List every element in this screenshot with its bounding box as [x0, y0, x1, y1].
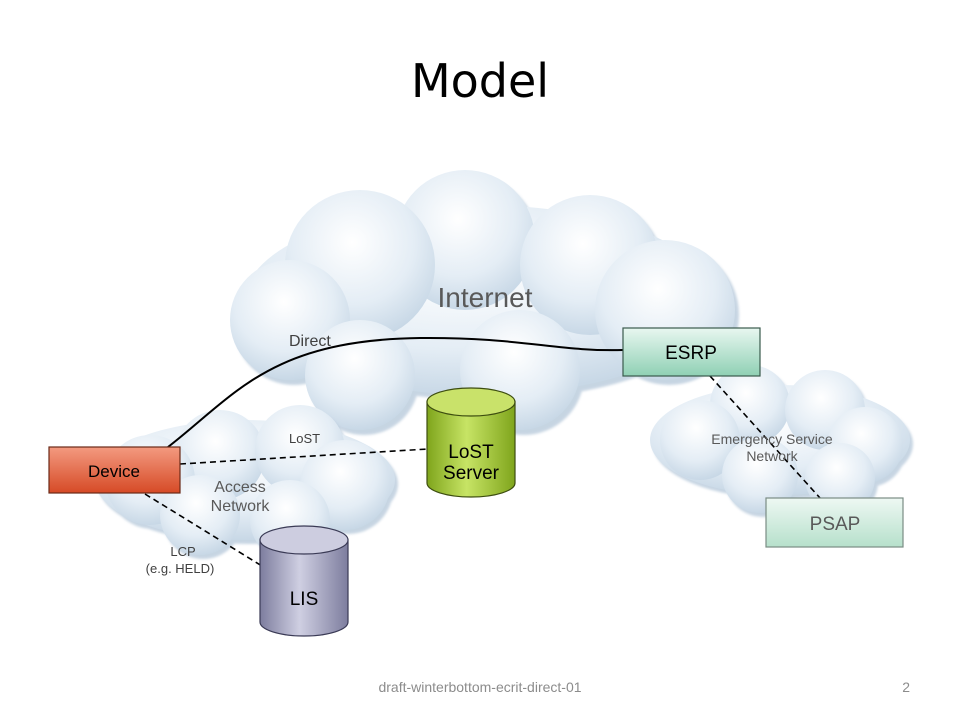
direct-link-label: Direct: [289, 333, 331, 350]
lcp-link-line: [144, 493, 263, 567]
direct-link-line: [167, 336, 624, 448]
lost-link-label: LoST: [289, 431, 320, 446]
lost-server-label-line1: LoST: [448, 442, 494, 463]
psap-label: PSAP: [810, 514, 861, 535]
device-node: Device: [48, 446, 181, 494]
slide-footer: draft-winterbottom-ecrit-direct-01: [378, 679, 582, 695]
lcp-link-label-line2: (e.g. HELD): [146, 561, 215, 576]
page-number: 2: [902, 679, 910, 695]
device-label: Device: [88, 462, 140, 481]
lcp-link-label-line1: LCP: [170, 544, 195, 559]
esrp-psap-link-line: [709, 375, 821, 499]
lost-link-line: [179, 448, 429, 465]
esrp-label: ESRP: [665, 343, 717, 364]
emergency-service-network-cloud: [650, 365, 913, 517]
access-network-label-line1: Access: [214, 479, 266, 496]
lis-node: LIS: [259, 525, 349, 637]
psap-node: PSAP: [765, 497, 904, 548]
lis-label: LIS: [290, 589, 319, 610]
lost-server-node: LoST Server: [426, 387, 516, 498]
access-network-label-line2: Network: [211, 498, 271, 515]
lost-server-label-line2: Server: [443, 463, 500, 484]
internet-label: Internet: [438, 282, 533, 313]
emergency-network-label-line2: Network: [746, 448, 798, 464]
slide-title: Model: [410, 54, 550, 108]
emergency-network-label-line1: Emergency Service: [711, 431, 833, 447]
esrp-node: ESRP: [622, 327, 761, 377]
